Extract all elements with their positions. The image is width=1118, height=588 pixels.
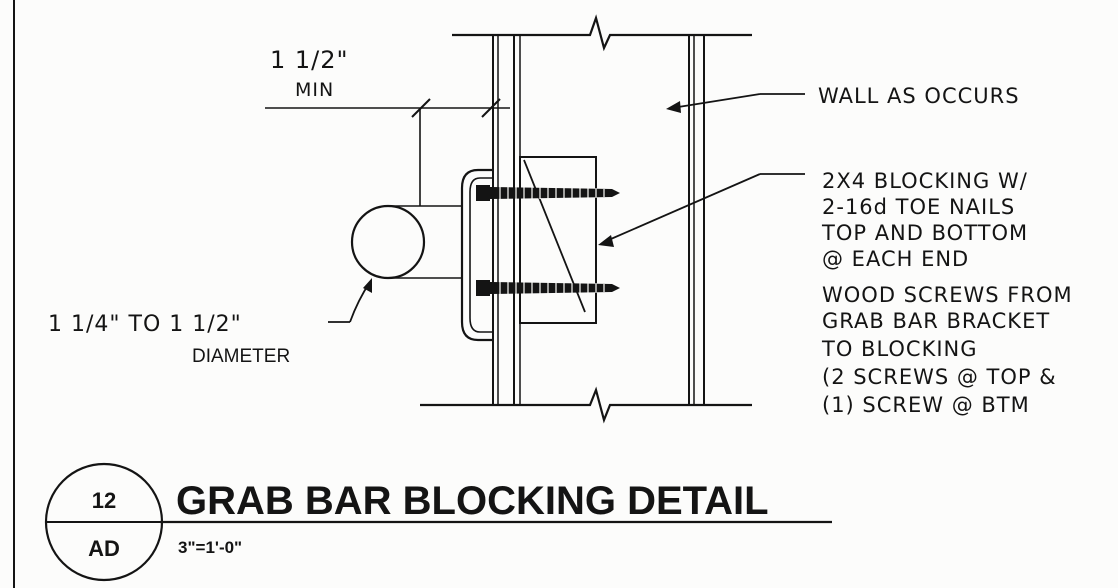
leader-blocking [598,173,805,247]
svg-text:(1) SCREW @ BTM: (1) SCREW @ BTM [822,393,1030,417]
dimension-value: 1 1/2" [270,46,349,74]
bottom-break-line [420,386,752,424]
blocking-2x4 [519,156,597,324]
grab-bar-circle [350,204,426,280]
grab-bar-bracket [460,168,492,342]
svg-text:TOP AND BOTTOM: TOP AND BOTTOM [821,221,1028,245]
svg-text:2-16d TOE NAILS: 2-16d TOE NAILS [822,195,1015,219]
screws-callout: WOOD SCREWS FROM GRAB BAR BRACKET TO BLO… [821,283,1073,417]
svg-text:(2 SCREWS @ TOP &: (2 SCREWS @ TOP & [822,365,1057,389]
detail-number: 12 [92,488,116,513]
svg-text:@ EACH END: @ EACH END [822,247,969,271]
leader-diameter [328,278,372,323]
wall-right-board [688,35,705,405]
wall-left-board [492,35,521,405]
top-break-line [452,14,752,52]
dimension-qualifier: MIN [295,79,334,101]
diameter-callout-line2: DIAMETER [192,346,290,367]
wood-screw-top [476,185,620,201]
detail-title-block [44,462,832,582]
detail-sheet: AD [88,536,120,561]
diameter-callout-line1: 1 1/4" TO 1 1/2" [48,312,242,337]
svg-text:2X4 BLOCKING W/: 2X4 BLOCKING W/ [822,169,1028,193]
dimension-line [265,98,510,206]
wall-callout: WALL AS OCCURS [818,84,1020,108]
leader-wall [666,93,805,113]
svg-text:TO BLOCKING: TO BLOCKING [821,337,978,361]
svg-text:GRAB BAR BRACKET: GRAB BAR BRACKET [822,309,1050,333]
detail-title: GRAB BAR BLOCKING DETAIL [176,479,769,523]
wood-screw-bottom [476,280,620,296]
blocking-callout: 2X4 BLOCKING W/ 2-16d TOE NAILS TOP AND … [821,169,1028,271]
detail-scale: 3"=1'-0" [178,538,242,557]
svg-text:WOOD SCREWS FROM: WOOD SCREWS FROM [822,283,1073,307]
